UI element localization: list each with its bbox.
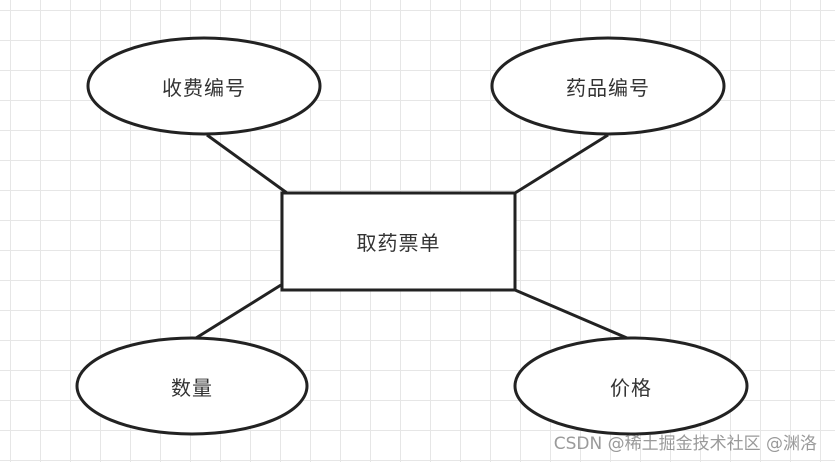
attribute-ellipse-charge-id[interactable] — [86, 36, 322, 136]
attribute-ellipse-quantity[interactable] — [75, 336, 309, 436]
connector-drug-id — [514, 133, 609, 195]
connector-quantity — [195, 283, 282, 340]
attribute-ellipse-price[interactable] — [513, 336, 749, 436]
entity-rectangle[interactable] — [280, 191, 517, 292]
connector-price — [514, 288, 628, 340]
attribute-ellipse-drug-id[interactable] — [490, 36, 726, 136]
watermark: CSDN @稀土掘金技术社区 @渊洛 — [553, 434, 817, 454]
connector-charge-id — [206, 133, 288, 195]
